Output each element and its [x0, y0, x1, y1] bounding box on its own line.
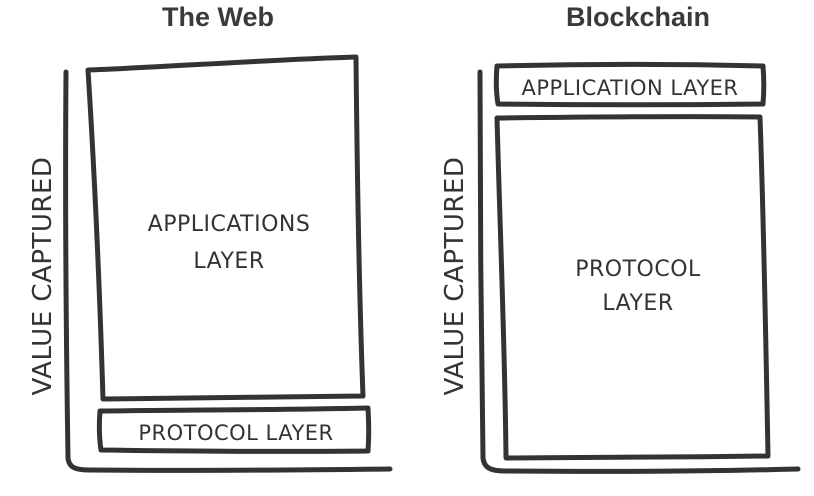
web-axis — [63, 69, 393, 473]
blockchain-axis — [477, 69, 801, 474]
web-axis-label: VALUE CAPTURED — [28, 157, 58, 396]
blockchain-protocol-label-line1: PROTOCOL — [575, 257, 701, 282]
web-diagram: VALUE CAPTURED APPLICATIONS LAYER PROTOC… — [28, 54, 393, 473]
blockchain-application-label: APPLICATION LAYER — [521, 76, 738, 100]
blockchain-diagram: VALUE CAPTURED APPLICATION LAYER PROTOCO… — [440, 62, 801, 474]
web-title: The Web — [161, 2, 274, 32]
web-applications-label-line2: LAYER — [193, 249, 264, 274]
blockchain-title: Blockchain — [565, 2, 711, 32]
blockchain-axis-label: VALUE CAPTURED — [440, 157, 470, 396]
web-applications-box — [85, 54, 366, 402]
blockchain-application-box — [493, 62, 767, 108]
web-applications-label-line1: APPLICATIONS — [148, 212, 311, 237]
web-protocol-box — [96, 405, 372, 454]
blockchain-protocol-box — [494, 114, 771, 461]
blockchain-protocol-label-line2: LAYER — [602, 291, 673, 316]
web-protocol-label: PROTOCOL LAYER — [138, 421, 333, 445]
